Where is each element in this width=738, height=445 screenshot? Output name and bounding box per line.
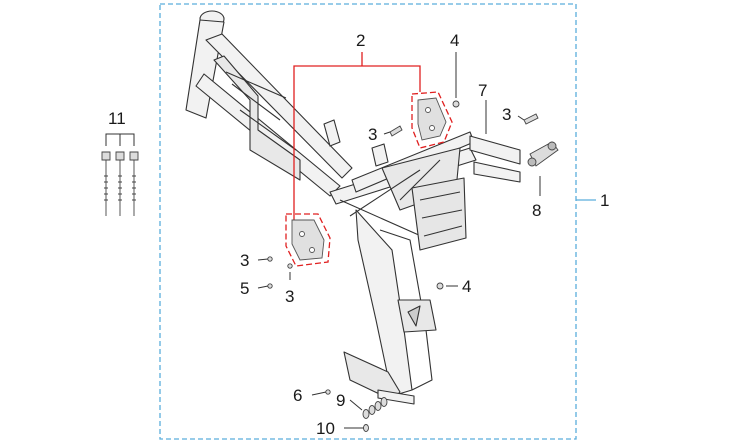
callout-2: 2	[356, 31, 365, 50]
callout-3-upper-right: 3	[502, 105, 511, 124]
callout-3-lower: 3	[285, 287, 294, 306]
callout-6: 6	[293, 386, 302, 405]
callout-10: 10	[316, 419, 335, 438]
callout-9: 9	[336, 391, 345, 410]
callout-5: 5	[240, 279, 249, 298]
callout-1: 1	[600, 191, 609, 210]
callout-3-upper-left: 3	[368, 125, 377, 144]
callout-3-lower-left: 3	[240, 251, 249, 270]
callout-7: 7	[478, 81, 487, 100]
callout-11: 11	[108, 109, 126, 128]
callout-8: 8	[532, 201, 541, 220]
callout-4-upper: 4	[450, 31, 459, 50]
assembly-boundary	[159, 3, 577, 440]
part-2-callout-group	[285, 52, 453, 267]
frame-illustration	[185, 10, 521, 405]
part-2-plates	[291, 97, 447, 261]
part-11-bolts	[101, 151, 139, 216]
callout-4-lower: 4	[462, 277, 471, 296]
leader-lines	[257, 52, 541, 429]
